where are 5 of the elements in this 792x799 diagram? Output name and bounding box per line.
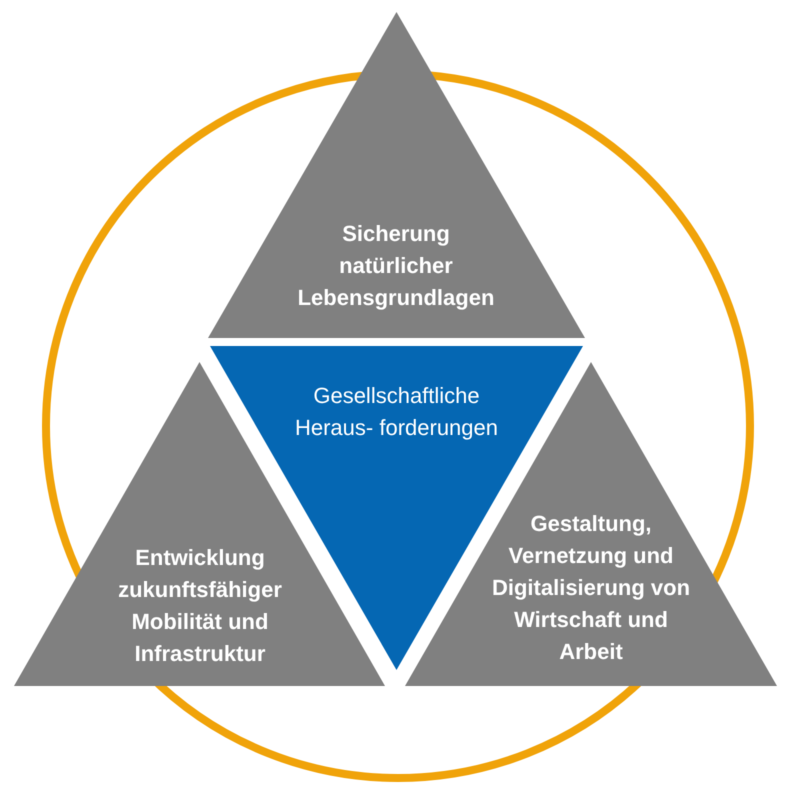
triangle — [208, 12, 585, 338]
triangle-label: Gestaltung, Vernetzung und Digitalisierung von Wirtschaft und Arbeit — [490, 510, 692, 666]
triangle-label: Gesellschaftliche Heraus- forderungen — [294, 382, 499, 442]
triangle-label: Sicherung natürlicher Lebensgrundlagen — [296, 220, 496, 312]
triangle-label: Entwicklung zukunftsfähiger Mobilität und Infrastruktur — [117, 544, 283, 668]
